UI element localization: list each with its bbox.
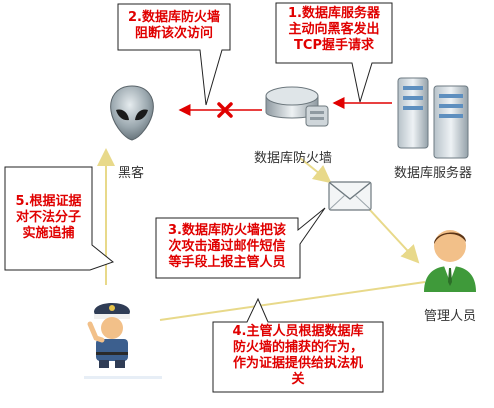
- line-manager-to-police: [159, 281, 426, 321]
- callout-box-step4: [212, 297, 384, 393]
- server-label: 数据库服务器: [394, 166, 473, 181]
- police-officer-icon: [87, 303, 130, 368]
- callout-text-step3: 3.数据库防火墙把该 次攻击通过邮件短信 等手段上报主管人员: [168, 223, 286, 270]
- server-rack-icon: [397, 77, 469, 159]
- alien-head-icon: [110, 85, 154, 141]
- police-shadow: [84, 376, 162, 379]
- x-mark-icon: [217, 102, 233, 118]
- callout-text-step5: 5.根据证据 对不法分子 实施追捕: [15, 194, 82, 241]
- firewall-label: 数据库防火墙: [254, 151, 333, 166]
- hacker-label: 黑客: [118, 166, 145, 181]
- person-icon: [424, 230, 476, 292]
- callout-box-step3: [155, 207, 326, 279]
- line-mail-to-manager: [369, 209, 420, 264]
- manager-label: 管理人员: [424, 309, 477, 324]
- envelope-icon: [328, 181, 372, 211]
- callout-box-step2: [117, 3, 231, 106]
- callout-text-step4: 4.主管人员根据数据库 防火墙的捕获的行为， 作为证据提供给执法机 关: [232, 324, 364, 387]
- callout-box-step5: [4, 166, 115, 271]
- line-firewall-to-mail: [299, 157, 332, 184]
- callout-text-step2: 2.数据库防火墙 阻断该次访问: [128, 10, 220, 41]
- database-firewall-icon: [265, 86, 329, 127]
- callout-box-step1: [275, 2, 393, 103]
- callout-text-step1: 1.数据库服务器 主动向黑客发出 TCP握手请求: [288, 6, 380, 53]
